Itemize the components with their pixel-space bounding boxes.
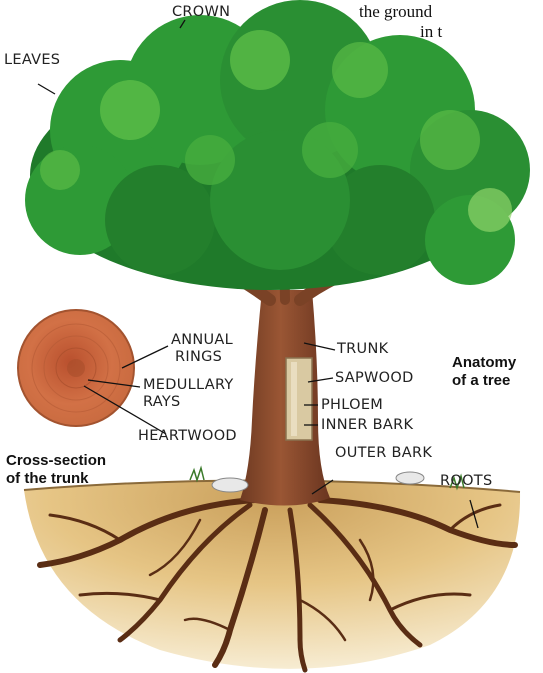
label-heartwood: HEARTWOOD <box>138 428 237 445</box>
trunk-cutaway <box>286 358 312 440</box>
caption-anatomy-line2: of a tree <box>452 372 516 390</box>
soil-ground <box>24 480 520 668</box>
label-outer-bark: OUTER BARK <box>335 445 432 462</box>
label-medullary-rays-line2: RAYS <box>143 394 234 411</box>
label-phloem: PHLOEM <box>321 397 383 414</box>
label-annual-rings-line1: ANNUAL <box>171 332 233 349</box>
trunk-shape <box>240 290 330 506</box>
label-annual-rings: ANNUAL RINGS <box>171 332 233 366</box>
cross-section-disc <box>18 310 134 426</box>
caption-cross-section-line2: of the trunk <box>6 470 106 488</box>
caption-anatomy-line1: Anatomy <box>452 354 516 372</box>
label-trunk: TRUNK <box>337 341 388 358</box>
label-sapwood: SAPWOOD <box>335 370 414 387</box>
caption-cross-section-line1: Cross-section <box>6 452 106 470</box>
label-inner-bark: INNER BARK <box>321 417 413 434</box>
intro-text-line-1: the ground <box>359 2 432 22</box>
label-crown: CROWN <box>172 4 230 21</box>
caption-cross-section: Cross-section of the trunk <box>6 452 106 488</box>
label-medullary-rays-line1: MEDULLARY <box>143 377 234 394</box>
label-annual-rings-line2: RINGS <box>175 349 233 366</box>
label-medullary-rays: MEDULLARY RAYS <box>143 377 234 411</box>
intro-text-line-2: in t <box>420 22 442 42</box>
label-roots: ROOTS <box>440 473 492 490</box>
label-leaves: LEAVES <box>4 52 60 69</box>
crown-foliage <box>25 0 530 290</box>
caption-anatomy: Anatomy of a tree <box>452 354 516 390</box>
sapwood-layer <box>291 362 297 436</box>
